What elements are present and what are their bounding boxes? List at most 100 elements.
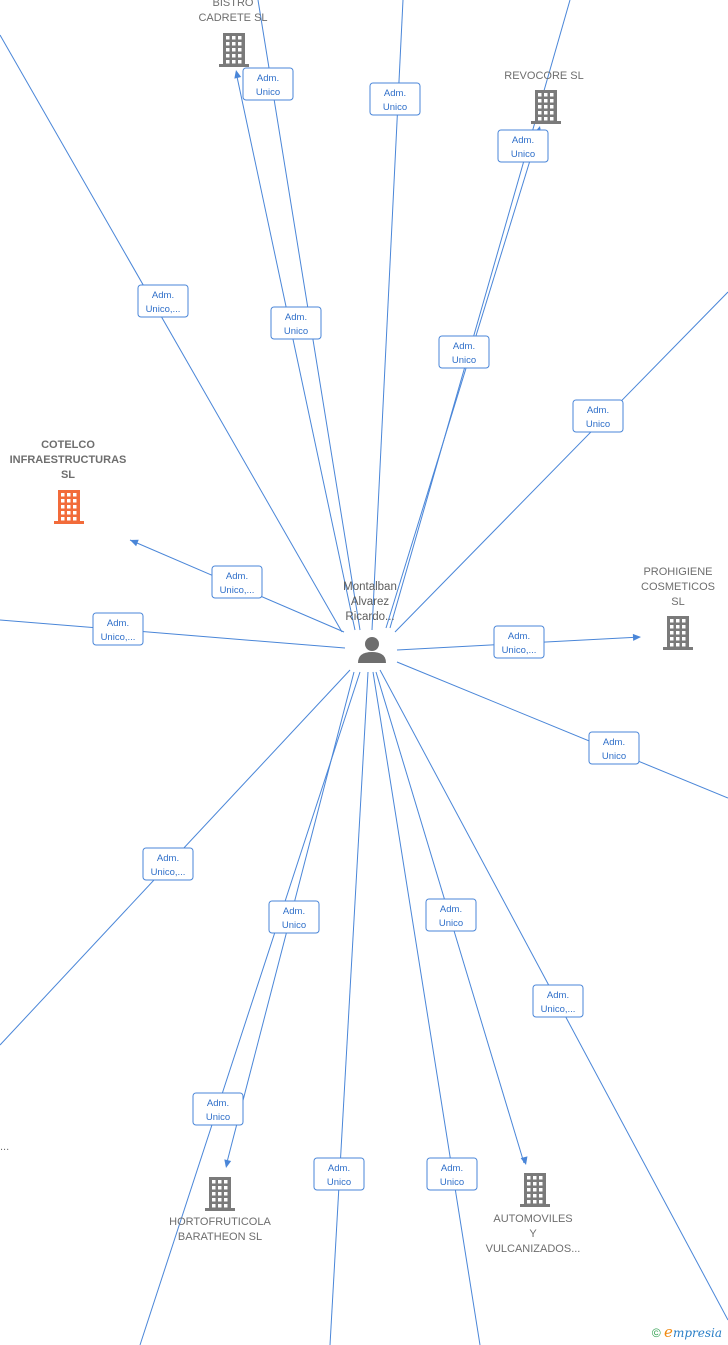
building-window bbox=[232, 42, 236, 46]
relation-role: Adm. bbox=[441, 1163, 463, 1174]
arrow-head bbox=[130, 539, 139, 547]
person-label[interactable]: Montalban Alvarez Ricardo... bbox=[343, 581, 397, 623]
building-window bbox=[539, 1188, 543, 1192]
relation-label[interactable]: Adm.Unico bbox=[313, 1157, 365, 1191]
relation-detail: Unico,... bbox=[146, 304, 181, 315]
building-window bbox=[538, 105, 542, 109]
company-label-prohigiene[interactable]: PROHIGIENE COSMETICOS SL bbox=[641, 566, 715, 608]
relation-label[interactable]: Adm.Unico,... bbox=[137, 284, 189, 318]
building-window bbox=[544, 105, 548, 109]
relation-label[interactable]: Adm.Unico,... bbox=[92, 612, 144, 646]
relation-box bbox=[92, 612, 144, 646]
edge-line bbox=[0, 619, 346, 649]
relation-role: Adm. bbox=[508, 631, 530, 642]
relation-role: Adm. bbox=[157, 853, 179, 864]
relation-detail: Unico bbox=[206, 1112, 230, 1123]
arrow-head bbox=[224, 1159, 232, 1168]
building-window bbox=[544, 117, 548, 121]
relation-label[interactable]: Adm. Unico,... bbox=[493, 625, 545, 659]
relation-label[interactable]: Adm.Unico bbox=[572, 399, 624, 433]
relation-label[interactable]: Adm.Unico bbox=[426, 1157, 478, 1191]
relation-label[interactable]: Adm.Unico bbox=[369, 82, 421, 116]
edge-line bbox=[0, 34, 343, 633]
relation-box bbox=[313, 1157, 365, 1191]
building-window bbox=[224, 1186, 228, 1190]
building-window bbox=[670, 625, 674, 629]
building-window bbox=[538, 99, 542, 103]
building-window bbox=[73, 499, 77, 503]
relation-label[interactable]: Adm.Unico,... bbox=[532, 984, 584, 1018]
edge-line bbox=[235, 71, 356, 631]
building-icon bbox=[54, 490, 84, 524]
brand-name: mpresia bbox=[672, 1326, 722, 1340]
company-label-revocore[interactable]: REVOCORE SL bbox=[504, 70, 584, 82]
relation-detail: Unico,... bbox=[220, 585, 255, 596]
copyright-icon: © bbox=[651, 1326, 661, 1340]
relation-detail: Unico,... bbox=[502, 645, 537, 656]
building-window bbox=[224, 1198, 228, 1202]
building-window bbox=[232, 54, 236, 58]
relation-box bbox=[211, 565, 263, 599]
brand-initial: e bbox=[664, 1323, 673, 1341]
relation-detail: Unico bbox=[327, 1177, 351, 1188]
relation-box bbox=[572, 399, 624, 433]
building-window bbox=[533, 1200, 537, 1204]
relation-label[interactable]: Adm.Unico bbox=[192, 1092, 244, 1126]
relation-box bbox=[270, 306, 322, 340]
building-window bbox=[61, 499, 65, 503]
icons-layer bbox=[54, 33, 693, 1211]
relation-label[interactable]: Adm.Unico bbox=[497, 129, 549, 163]
building-window bbox=[238, 36, 242, 40]
building-base bbox=[531, 121, 561, 124]
building-window bbox=[676, 625, 680, 629]
building-window bbox=[73, 517, 77, 521]
building-window bbox=[527, 1200, 531, 1204]
company-label-hortofruticola[interactable]: HORTOFRUTICOLA BARATHEON SL bbox=[169, 1216, 271, 1243]
relation-label[interactable]: Adm.Unico bbox=[268, 900, 320, 934]
person-body bbox=[358, 652, 386, 663]
edge-line bbox=[329, 671, 369, 1345]
relation-detail: Unico,... bbox=[151, 867, 186, 878]
building-window bbox=[676, 637, 680, 641]
building-window bbox=[212, 1204, 216, 1208]
building-window bbox=[538, 117, 542, 121]
building-window bbox=[226, 48, 230, 52]
relation-label[interactable]: Adm.Unico bbox=[425, 898, 477, 932]
empresia-brand[interactable]: © empresia bbox=[652, 1323, 722, 1341]
edge-line bbox=[372, 671, 481, 1345]
relation-label[interactable]: Adm.Unico,... bbox=[211, 565, 263, 599]
building-window bbox=[218, 1198, 222, 1202]
relation-role: Adm. bbox=[285, 312, 307, 323]
relation-label[interactable]: Adm.Unico bbox=[438, 335, 490, 369]
person-icon bbox=[358, 637, 386, 663]
company-label-partial-left[interactable]: ... bbox=[0, 1141, 10, 1153]
building-window bbox=[550, 111, 554, 115]
relation-box bbox=[192, 1092, 244, 1126]
building-window bbox=[682, 619, 686, 623]
relation-label[interactable]: Adm. Unico,... bbox=[142, 847, 194, 881]
building-window bbox=[676, 619, 680, 623]
building-window bbox=[539, 1182, 543, 1186]
edge-line bbox=[139, 671, 361, 1345]
relation-label[interactable]: Adm.Unico bbox=[242, 67, 294, 101]
building-window bbox=[67, 493, 71, 497]
building-window bbox=[527, 1176, 531, 1180]
relation-role: Adm. bbox=[257, 73, 279, 84]
building-window bbox=[670, 619, 674, 623]
company-label-cotelco[interactable]: COTELCO INFRAESTRUCTURAS SL bbox=[9, 439, 127, 481]
relation-label[interactable]: Adm.Unico bbox=[588, 731, 640, 765]
building-window bbox=[226, 36, 230, 40]
building-window bbox=[238, 42, 242, 46]
person-head bbox=[365, 637, 379, 651]
company-label-bistro[interactable]: BISTRO CADRETE SL bbox=[198, 0, 268, 24]
building-window bbox=[61, 505, 65, 509]
building-window bbox=[670, 637, 674, 641]
building-window bbox=[226, 60, 230, 64]
building-base bbox=[520, 1204, 550, 1207]
building-window bbox=[533, 1188, 537, 1192]
building-window bbox=[73, 493, 77, 497]
relation-label[interactable]: Adm.Unico bbox=[270, 306, 322, 340]
building-window bbox=[533, 1176, 537, 1180]
company-label-automoviles[interactable]: AUTOMOVILES Y VULCANIZADOS... bbox=[485, 1213, 581, 1255]
